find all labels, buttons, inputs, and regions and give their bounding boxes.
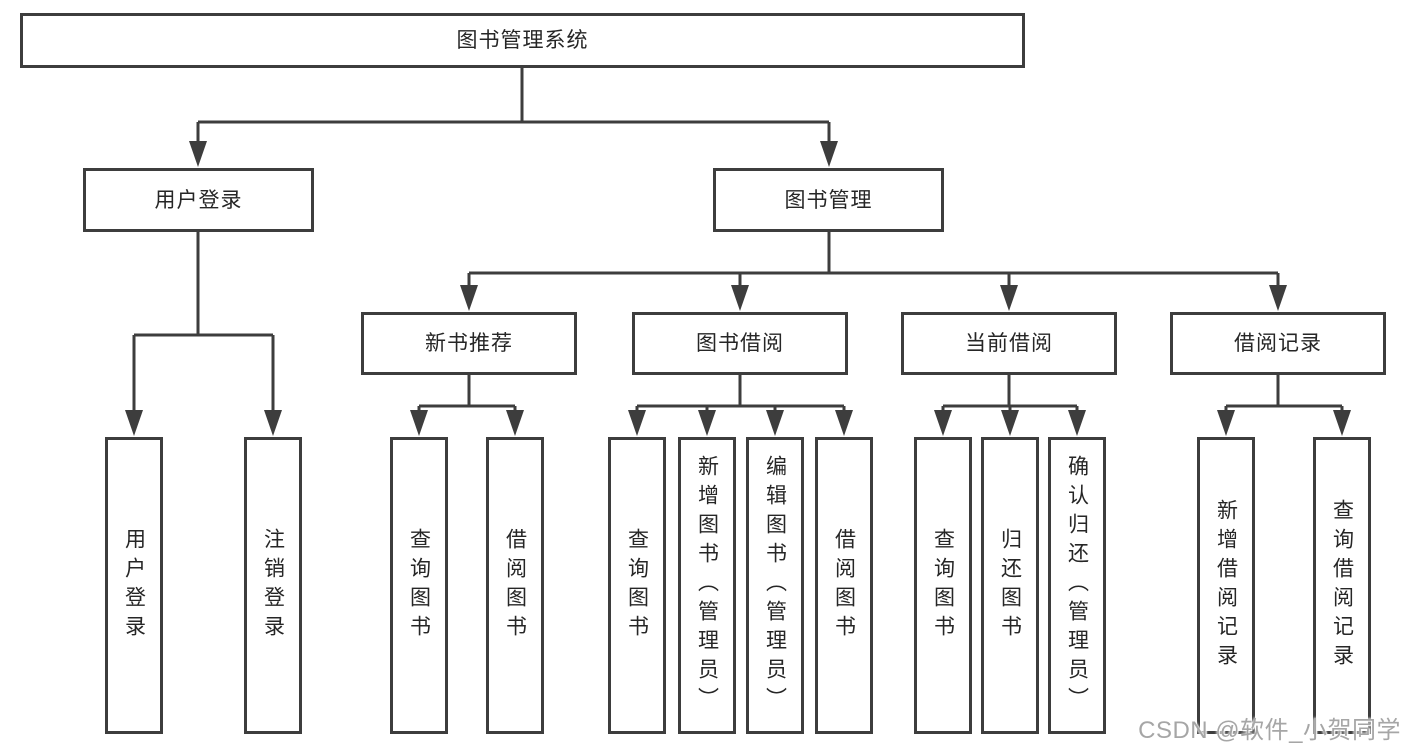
node-label: 新增图书（管理员） [695, 455, 719, 716]
leaf-current-query-books: 查询图书 [914, 437, 972, 734]
node-book-borrow: 图书借阅 [632, 312, 848, 375]
node-label: 查询图书 [407, 527, 431, 644]
node-user-login: 用户登录 [83, 168, 314, 232]
leaf-borrow-borrow-books: 借阅图书 [815, 437, 873, 734]
node-new-book-recommend: 新书推荐 [361, 312, 577, 375]
leaf-newbook-query-books: 查询图书 [390, 437, 448, 734]
node-label: 查询借阅记录 [1330, 498, 1354, 673]
node-label: 查询图书 [625, 527, 649, 644]
node-label: 新书推荐 [425, 332, 513, 355]
node-label: 编辑图书（管理员） [763, 455, 787, 716]
node-label: 借阅记录 [1234, 332, 1322, 355]
leaf-records-query-borrow-record: 查询借阅记录 [1313, 437, 1371, 734]
node-book-management: 图书管理 [713, 168, 944, 232]
node-root-system: 图书管理系统 [20, 13, 1025, 68]
node-label: 归还图书 [998, 527, 1022, 644]
node-label: 查询图书 [931, 527, 955, 644]
leaf-borrow-edit-books-admin: 编辑图书（管理员） [746, 437, 804, 734]
leaf-logout-login: 注销登录 [244, 437, 302, 734]
node-borrow-records: 借阅记录 [1170, 312, 1386, 375]
node-label: 当前借阅 [965, 332, 1053, 355]
leaf-newbook-borrow-books: 借阅图书 [486, 437, 544, 734]
arrowhead-icons [125, 141, 1351, 436]
node-label: 借阅图书 [503, 527, 527, 644]
leaf-current-confirm-return-admin: 确认归还（管理员） [1048, 437, 1106, 734]
node-label: 用户登录 [154, 188, 243, 212]
node-label: 新增借阅记录 [1214, 498, 1238, 673]
node-label: 用户登录 [122, 527, 146, 644]
leaf-borrow-query-books: 查询图书 [608, 437, 666, 734]
node-label: 注销登录 [261, 527, 285, 644]
node-label: 图书管理 [784, 188, 873, 212]
node-label: 确认归还（管理员） [1065, 455, 1089, 716]
leaf-borrow-add-books-admin: 新增图书（管理员） [678, 437, 736, 734]
leaf-current-return-books: 归还图书 [981, 437, 1039, 734]
node-current-borrow: 当前借阅 [901, 312, 1117, 375]
csdn-watermark: CSDN @软件_小贺同学 [1138, 717, 1401, 744]
node-label: 图书借阅 [696, 332, 784, 355]
leaf-records-add-borrow-record: 新增借阅记录 [1197, 437, 1255, 734]
node-label: 借阅图书 [832, 527, 856, 644]
node-label: 图书管理系统 [456, 29, 589, 52]
leaf-user-login: 用户登录 [105, 437, 163, 734]
